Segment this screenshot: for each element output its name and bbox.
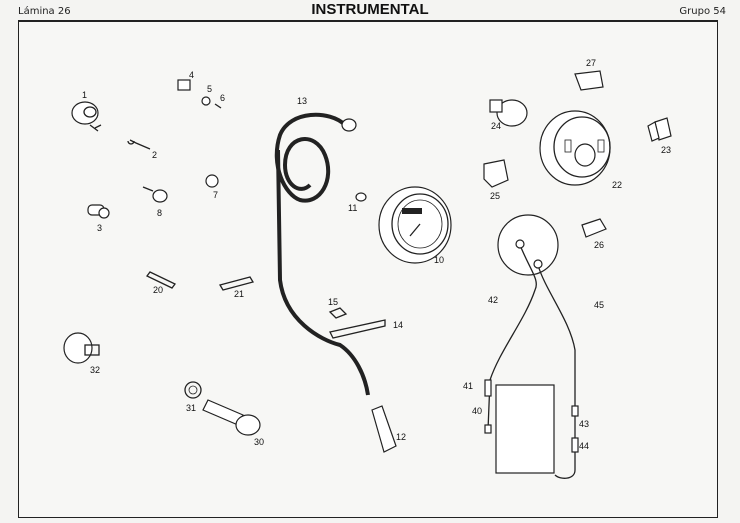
part-ignition-switch: [71, 101, 102, 132]
label-10: 10: [434, 255, 444, 265]
label-23: 23: [661, 145, 671, 155]
part-7: [205, 174, 219, 188]
part-11: [355, 192, 367, 202]
label-1: 1: [82, 90, 87, 100]
part-washer-31: [184, 381, 202, 399]
label-3: 3: [97, 223, 102, 233]
label-22: 22: [612, 180, 622, 190]
label-7: 7: [213, 190, 218, 200]
label-44: 44: [579, 441, 589, 451]
part-4: [177, 79, 191, 91]
page-title: INSTRUMENTAL: [311, 1, 429, 18]
label-12: 12: [396, 432, 406, 442]
part-8: [142, 186, 168, 203]
label-21: 21: [234, 289, 244, 299]
label-27: 27: [586, 58, 596, 68]
part-sender-assembly: [484, 214, 579, 479]
group-number: Grupo 54: [679, 6, 726, 17]
part-instrument-cluster: [539, 110, 611, 186]
label-11: 11: [348, 203, 357, 213]
part-speedometer: [378, 186, 452, 264]
part-15: [328, 307, 348, 319]
label-4: 4: [189, 70, 194, 80]
label-6: 6: [220, 93, 225, 103]
part-32: [63, 332, 100, 364]
part-5: [201, 96, 211, 106]
label-43: 43: [579, 419, 589, 429]
part-gauge-25: [483, 159, 509, 188]
label-25: 25: [490, 191, 500, 201]
label-20: 20: [153, 285, 163, 295]
part-6: [214, 103, 222, 109]
part-speedo-cable: [274, 112, 370, 396]
label-41: 41: [463, 381, 473, 391]
label-26: 26: [594, 240, 604, 250]
label-13: 13: [297, 96, 307, 106]
part-gauge-27: [574, 70, 604, 91]
label-15: 15: [328, 297, 338, 307]
part-gauge-26: [581, 218, 607, 238]
part-14: [329, 319, 386, 339]
sheet-number: Lámina 26: [18, 6, 71, 17]
label-5: 5: [207, 84, 212, 94]
part-20: [146, 271, 176, 289]
part-key: [127, 139, 151, 150]
label-24: 24: [491, 121, 501, 131]
part-gauge-24: [489, 99, 528, 127]
label-14: 14: [393, 320, 403, 330]
label-32: 32: [90, 365, 100, 375]
label-2: 2: [152, 150, 157, 160]
diagram-frame: [18, 20, 718, 518]
label-42: 42: [488, 295, 498, 305]
label-8: 8: [157, 208, 162, 218]
part-30: [202, 399, 261, 436]
part-gauge-23: [647, 117, 672, 142]
label-40: 40: [472, 406, 482, 416]
label-45: 45: [594, 300, 604, 310]
part-switch-3: [87, 204, 110, 219]
label-31: 31: [186, 403, 196, 413]
part-12: [371, 405, 397, 453]
part-21: [218, 276, 255, 291]
label-30: 30: [254, 437, 264, 447]
